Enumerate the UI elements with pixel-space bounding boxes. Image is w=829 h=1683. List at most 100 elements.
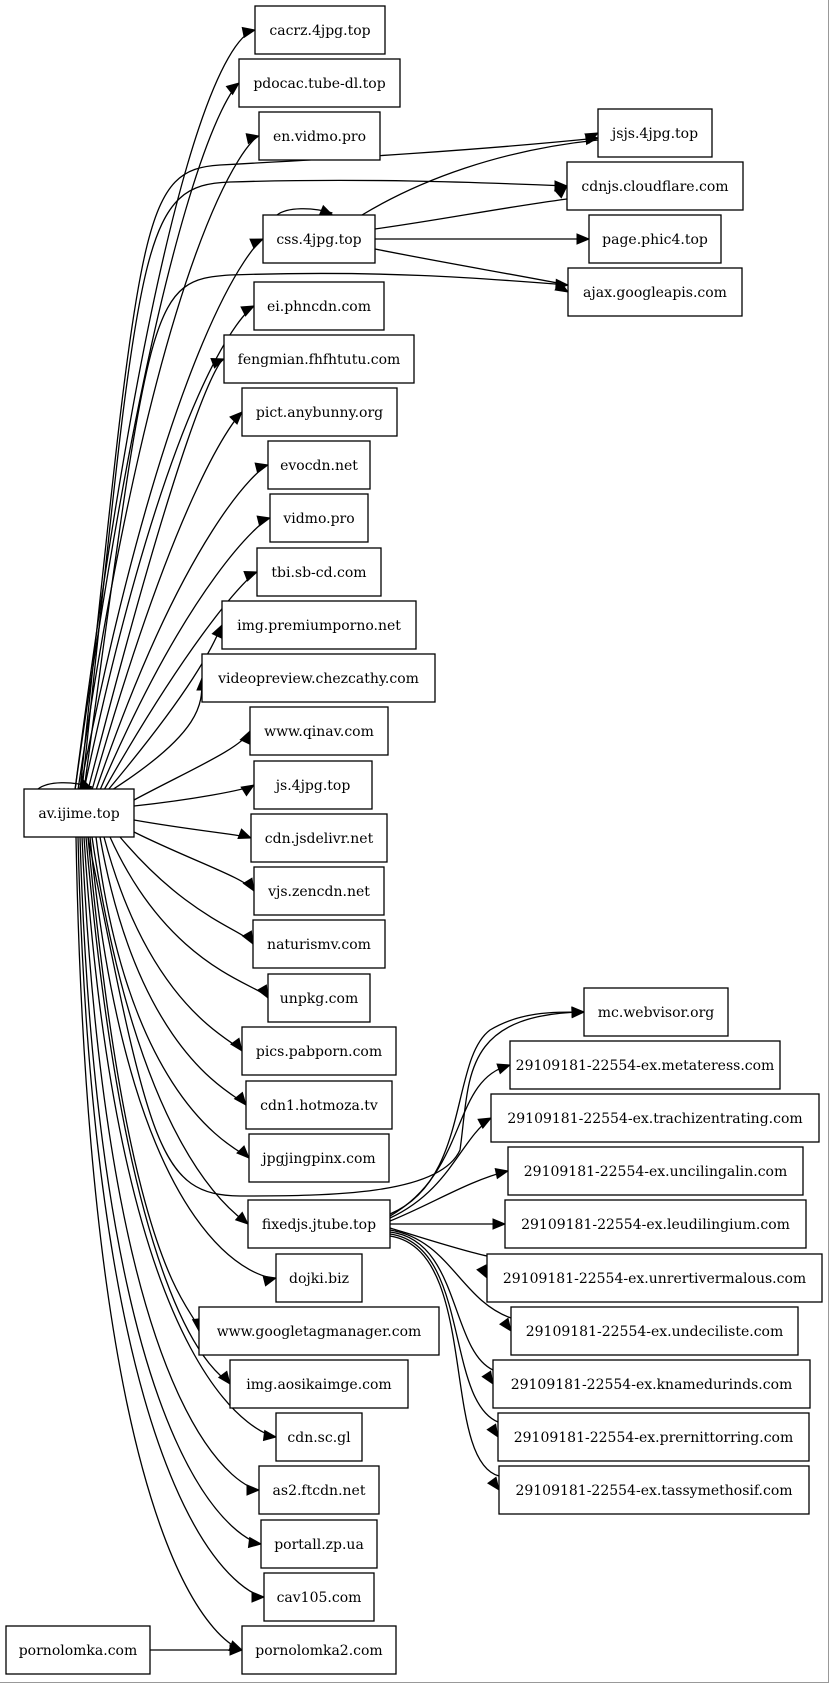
node-label: jpgjingpinx.com — [260, 1151, 375, 1167]
node-label: 29109181-22554-ex.metateress.com — [516, 1058, 775, 1074]
node-box — [486, 1253, 823, 1303]
arrowhead — [262, 1275, 278, 1287]
node-box — [267, 973, 371, 1023]
node-box — [241, 1026, 397, 1076]
node-label: www.qinav.com — [264, 724, 374, 740]
node-trachizen: 29109181-22554-ex.trachizentrating.com — [490, 1093, 820, 1143]
edge-path — [374, 248, 569, 286]
node-tbisb: tbi.sb-cd.com — [256, 547, 382, 597]
node-label: 29109181-22554-ex.trachizentrating.com — [507, 1111, 802, 1127]
arrowhead — [241, 930, 254, 946]
edge-css4jpg-to-ajaxgoogle — [374, 248, 570, 293]
edge-path — [79, 137, 599, 791]
edge-fixedjs-to-uncilingalin — [389, 1167, 510, 1222]
node-box — [201, 653, 436, 703]
arrowhead — [318, 204, 334, 216]
arrowhead — [241, 26, 257, 39]
node-leudilingium: 29109181-22554-ex.leudilingium.com — [504, 1199, 807, 1249]
node-uncilingalin: 29109181-22554-ex.uncilingalin.com — [507, 1146, 804, 1196]
node-box — [258, 111, 381, 161]
arrowhead — [239, 729, 251, 745]
edge-av-to-portall — [79, 836, 263, 1549]
edge-fixedjs-to-trachizen — [389, 1117, 493, 1219]
edge-av-to-cacrz — [74, 26, 257, 791]
arrowhead — [481, 1370, 494, 1386]
edge-path — [109, 836, 269, 999]
node-prernittorring: 29109181-22554-ex.prernittorring.com — [497, 1412, 810, 1462]
node-box — [583, 987, 729, 1037]
edge-fixedjs-to-knamedurinds — [389, 1231, 494, 1386]
node-box — [267, 440, 371, 490]
node-box — [497, 1412, 810, 1462]
node-fixedjs: fixedjs.jtube.top — [247, 1199, 391, 1249]
edge-path — [361, 139, 599, 216]
arrowhead — [229, 411, 243, 425]
node-metateress: 29109181-22554-ex.metateress.com — [509, 1040, 781, 1090]
node-label: cacrz.4jpg.top — [269, 23, 370, 39]
node-as2ftcdn: as2.ftcdn.net — [258, 1465, 380, 1515]
arrowhead — [251, 1591, 266, 1603]
edge-path — [79, 238, 264, 791]
arrowhead — [243, 571, 259, 582]
node-ajaxgoogle: ajax.googleapis.com — [567, 267, 743, 317]
node-box — [245, 1080, 393, 1130]
node-jsjs: jsjs.4jpg.top — [597, 108, 713, 158]
node-unpkg: unpkg.com — [267, 973, 371, 1023]
arrowhead — [233, 1091, 247, 1107]
arrowhead — [249, 238, 265, 250]
node-box — [198, 1306, 440, 1356]
node-label: unpkg.com — [280, 991, 358, 1007]
node-pagephic: page.phic4.top — [588, 214, 722, 264]
edge-av-to-cav105 — [77, 836, 266, 1603]
arrowhead — [492, 1218, 507, 1230]
edge-av-to-as2ftcdn — [81, 836, 261, 1496]
arrowhead — [225, 82, 241, 96]
node-cdnscgl: cdn.sc.gl — [275, 1412, 363, 1462]
edge-av-to-hotmoza — [99, 836, 247, 1107]
node-label: cdn.sc.gl — [287, 1430, 351, 1446]
node-box — [23, 788, 135, 838]
node-js4jpg: js.4jpg.top — [253, 760, 373, 810]
node-label: 29109181-22554-ex.prernittorring.com — [514, 1430, 794, 1446]
arrowhead — [240, 784, 256, 797]
node-label: js.4jpg.top — [274, 778, 351, 794]
edge-css4jpg-to-css4jpg — [276, 204, 334, 216]
node-box — [566, 161, 744, 211]
edge-path — [81, 179, 568, 791]
edge-path — [389, 1231, 494, 1371]
edge-css4jpg-to-jsjs — [361, 132, 600, 216]
node-box — [588, 214, 722, 264]
node-box — [256, 547, 382, 597]
edge-av-to-css4jpg — [79, 238, 265, 791]
edge-av-to-naturismv — [119, 836, 254, 946]
node-label: pdocac.tube-dl.top — [253, 76, 385, 92]
node-label: 29109181-22554-ex.tassymethosif.com — [515, 1483, 792, 1499]
node-undeciliste: 29109181-22554-ex.undeciliste.com — [510, 1306, 799, 1356]
node-eiphncdn: ei.phncdn.com — [253, 281, 385, 331]
edge-av-to-qinav — [133, 729, 251, 801]
node-box — [275, 1253, 363, 1303]
edge-path — [389, 1227, 488, 1257]
edge-path — [74, 29, 256, 791]
arrowhead — [229, 1644, 244, 1656]
node-pdocac: pdocac.tube-dl.top — [238, 58, 401, 108]
node-label: img.premiumporno.net — [237, 618, 401, 634]
node-box — [490, 1093, 820, 1143]
arrowhead — [254, 462, 270, 474]
arrowhead — [584, 132, 600, 144]
node-label: 29109181-22554-ex.leudilingium.com — [521, 1217, 790, 1233]
edge-fixedjs-to-metateress — [389, 1063, 512, 1217]
node-cacrz: cacrz.4jpg.top — [254, 5, 386, 55]
graph-nodes: cacrz.4jpg.toppdocac.tube-dl.topen.vidmo… — [5, 5, 823, 1675]
edge-av-to-vidmo — [99, 515, 272, 791]
node-imgpremium: img.premiumporno.net — [221, 600, 417, 650]
edge-path — [133, 831, 255, 892]
node-evocdn: evocdn.net — [267, 440, 371, 490]
node-label: pornolomka2.com — [255, 1643, 382, 1659]
arrowhead — [217, 1370, 231, 1386]
node-videopreview: videopreview.chezcathy.com — [201, 653, 436, 703]
node-box — [249, 706, 389, 756]
arrowhead — [477, 1117, 493, 1129]
node-label: img.aosikaimge.com — [246, 1377, 391, 1393]
edge-path — [374, 198, 568, 230]
